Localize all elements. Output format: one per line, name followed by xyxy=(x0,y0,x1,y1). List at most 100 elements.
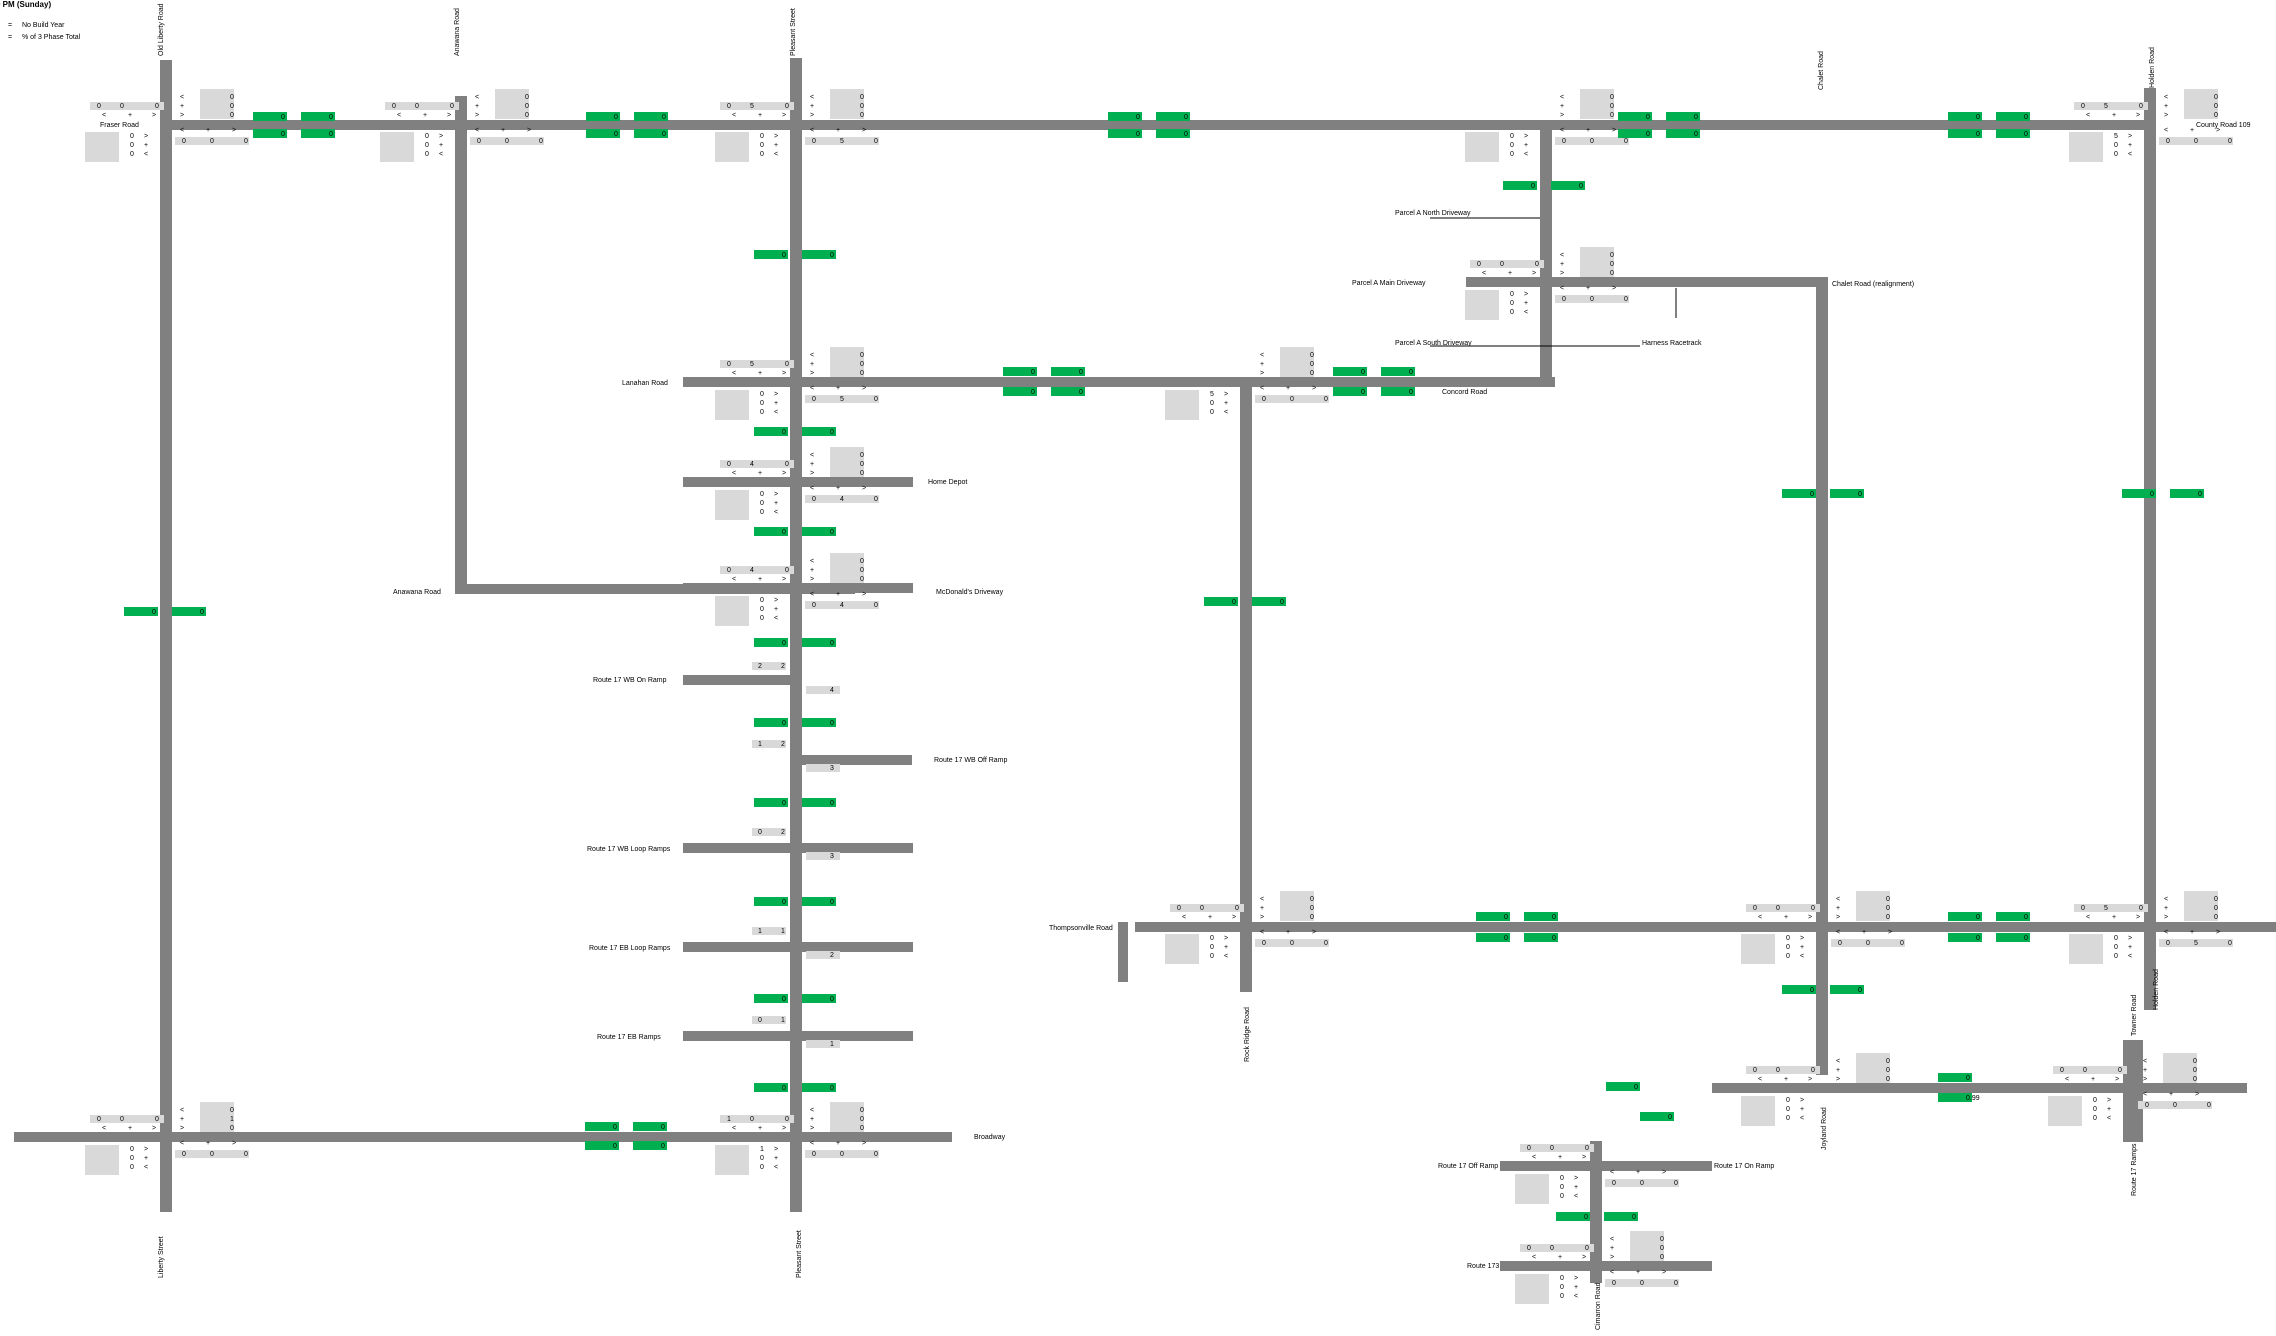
segment-volume-value: 0 xyxy=(830,899,834,906)
legend-label: % of 3 Phase Total xyxy=(22,34,81,41)
arrow-glyph: > xyxy=(1312,385,1316,392)
volume-value: 0 xyxy=(860,1125,864,1132)
volume-box xyxy=(720,360,794,368)
segment-volume-value: 0 xyxy=(1584,1214,1588,1221)
volume-value: 0 xyxy=(860,452,864,459)
volume-value: 0 xyxy=(2093,1097,2097,1104)
volume-value: 0 xyxy=(860,470,864,477)
volume-box xyxy=(1741,1096,1775,1126)
road-label-vertical: Route 17 Ramps xyxy=(2131,1143,2138,1196)
volume-value: 0 xyxy=(525,103,529,110)
segment-volume-value: 0 xyxy=(1136,131,1140,138)
segment-volume-flag xyxy=(754,897,788,906)
volume-value: 0 xyxy=(760,409,764,416)
arrow-glyph: < xyxy=(439,151,443,158)
segment-volume-flag xyxy=(802,718,836,727)
volume-value: 0 xyxy=(1510,309,1514,316)
volume-value: 0 xyxy=(758,1017,762,1024)
arrow-glyph: > xyxy=(232,127,236,134)
volume-value: 0 xyxy=(2114,142,2118,149)
arrow-glyph: + xyxy=(810,361,814,368)
arrow-glyph: > xyxy=(782,1125,786,1132)
arrow-glyph: < xyxy=(810,485,814,492)
arrow-glyph: + xyxy=(758,576,762,583)
arrow-glyph: + xyxy=(2128,142,2132,149)
arrow-glyph: + xyxy=(836,127,840,134)
road-segment xyxy=(1240,378,1252,992)
arrow-glyph: < xyxy=(2143,1091,2147,1098)
arrow-glyph: + xyxy=(2169,1091,2173,1098)
arrow-glyph: > xyxy=(862,485,866,492)
volume-value: 0 xyxy=(230,103,234,110)
volume-box xyxy=(830,1102,864,1132)
arrow-glyph: < xyxy=(2086,112,2090,119)
segment-volume-flag xyxy=(1108,129,1142,138)
segment-volume-flag xyxy=(1996,112,2030,121)
volume-value: 0 xyxy=(97,103,101,110)
volume-box xyxy=(752,1016,786,1024)
volume-value: 0 xyxy=(425,151,429,158)
volume-value: 5 xyxy=(2194,940,2198,947)
volume-value: 0 xyxy=(1610,252,1614,259)
volume-value: 1 xyxy=(727,1116,731,1123)
volume-value: 0 xyxy=(1838,940,1842,947)
road-segment xyxy=(14,1132,952,1142)
arrow-glyph: > xyxy=(152,1125,156,1132)
segment-volume-value: 0 xyxy=(1858,987,1862,994)
volume-box xyxy=(380,132,414,162)
volume-value: 2 xyxy=(830,952,834,959)
arrow-glyph: < xyxy=(475,127,479,134)
segment-volume-value: 0 xyxy=(782,800,786,807)
segment-volume-value: 0 xyxy=(830,1085,834,1092)
segment-volume-value: 0 xyxy=(152,609,156,616)
volume-value: 0 xyxy=(1290,396,1294,403)
arrow-glyph: > xyxy=(475,112,479,119)
arrow-glyph: + xyxy=(144,1155,148,1162)
arrow-glyph: < xyxy=(1260,896,1264,903)
volume-box xyxy=(1746,904,1820,912)
volume-box xyxy=(830,447,864,477)
segment-volume-flag xyxy=(802,798,836,807)
arrow-glyph: + xyxy=(774,142,778,149)
segment-volume-flag xyxy=(1476,912,1510,921)
segment-volume-flag xyxy=(754,638,788,647)
arrow-glyph: + xyxy=(2128,944,2132,951)
arrow-glyph: + xyxy=(180,103,184,110)
volume-value: 0 xyxy=(2214,896,2218,903)
segment-volume-value: 0 xyxy=(1361,369,1365,376)
volume-value: 0 xyxy=(1510,133,1514,140)
arrow-glyph: + xyxy=(1800,1106,1804,1113)
arrow-glyph: + xyxy=(439,142,443,149)
volume-value: 0 xyxy=(2093,1106,2097,1113)
segment-volume-value: 0 xyxy=(782,529,786,536)
arrow-glyph: > xyxy=(1260,914,1264,921)
arrow-glyph: < xyxy=(180,127,184,134)
volume-value: 0 xyxy=(760,597,764,604)
volume-value: 0 xyxy=(1674,1280,1678,1287)
segment-volume-value: 0 xyxy=(1079,369,1083,376)
volume-value: 0 xyxy=(1612,1180,1616,1187)
volume-value: 0 xyxy=(210,1151,214,1158)
volume-box xyxy=(1165,934,1199,964)
volume-value: 0 xyxy=(760,151,764,158)
segment-volume-flag xyxy=(1948,129,1982,138)
volume-value: 4 xyxy=(840,496,844,503)
road-label: Route 17 Off Ramp xyxy=(1438,1163,1498,1170)
segment-volume-value: 0 xyxy=(1504,914,1508,921)
volume-value: 0 xyxy=(1786,944,1790,951)
segment-volume-value: 0 xyxy=(613,1143,617,1150)
segment-volume-value: 0 xyxy=(281,114,285,121)
volume-value: 0 xyxy=(1886,914,1890,921)
volume-value: 0 xyxy=(1786,1115,1790,1122)
volume-box xyxy=(1170,904,1244,912)
volume-value: 0 xyxy=(760,509,764,516)
volume-value: 0 xyxy=(2214,94,2218,101)
volume-value: 0 xyxy=(1786,953,1790,960)
volume-value: 0 xyxy=(2139,905,2143,912)
volume-value: 0 xyxy=(860,94,864,101)
segment-volume-value: 0 xyxy=(662,114,666,121)
volume-value: 0 xyxy=(2081,905,2085,912)
segment-volume-value: 0 xyxy=(1504,935,1508,942)
volume-value: 0 xyxy=(1612,1280,1616,1287)
road-label: Fraser Road xyxy=(100,122,139,129)
